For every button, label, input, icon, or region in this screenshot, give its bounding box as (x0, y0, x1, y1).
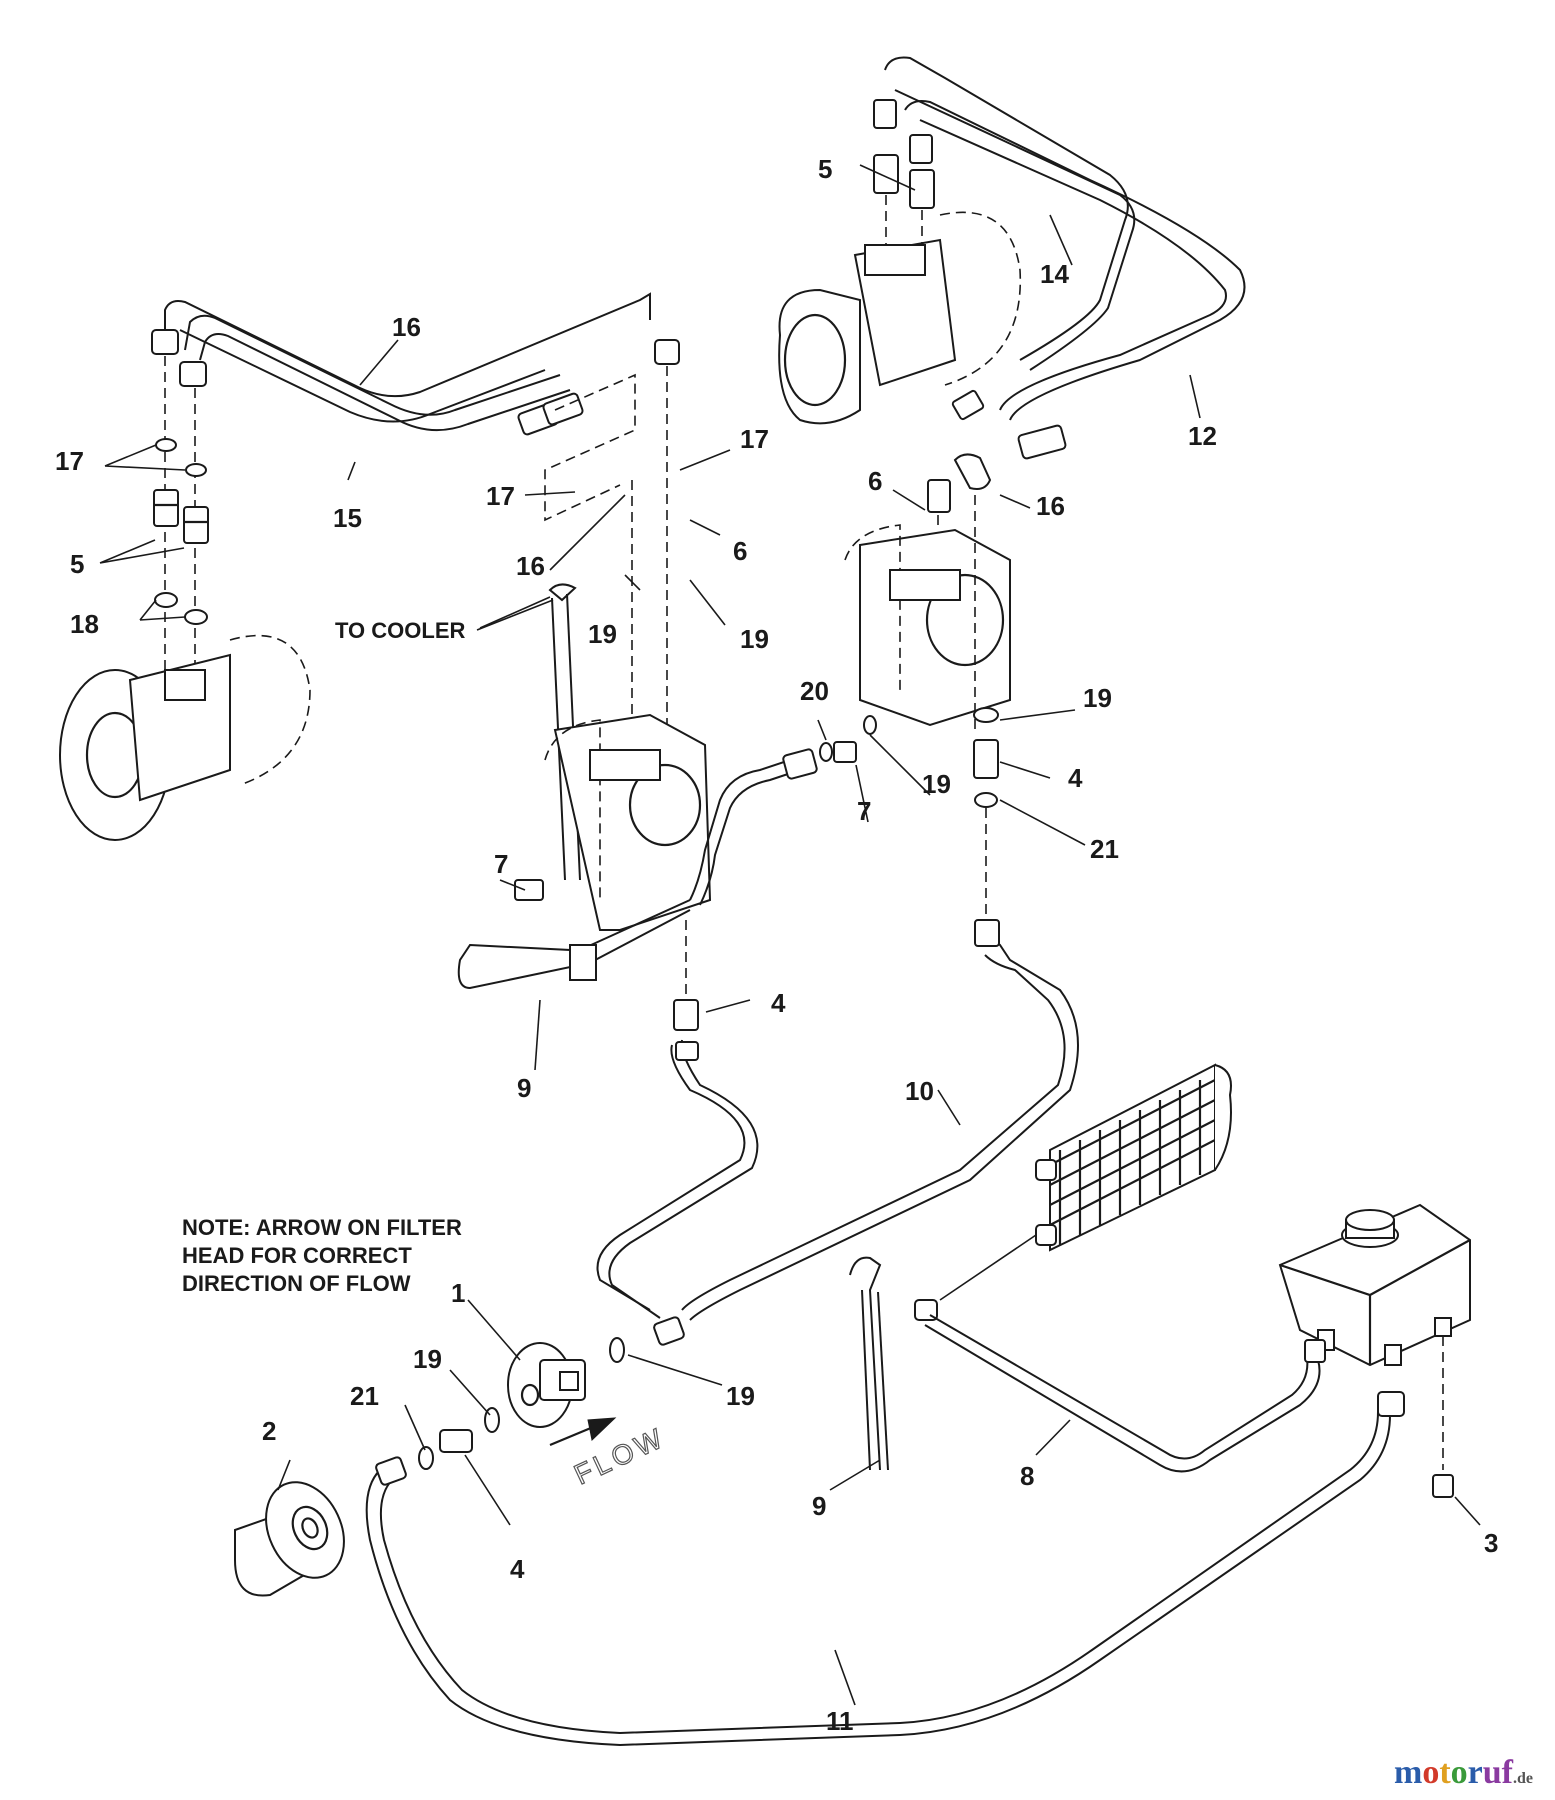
callout-17: 17 (740, 424, 769, 454)
callout-1: 1 (451, 1278, 465, 1308)
callout-19: 19 (726, 1381, 755, 1411)
callout-19: 19 (922, 769, 951, 799)
callout-10: 10 (905, 1076, 934, 1106)
watermark-letter: t (1439, 1754, 1451, 1791)
watermark-letter: uf (1482, 1754, 1513, 1791)
flow-arrow (549, 1417, 617, 1447)
callout-2: 2 (262, 1416, 276, 1446)
fitting-4-center (673, 999, 699, 1031)
hose-8 (914, 1299, 1326, 1473)
pump-right (844, 453, 1011, 727)
leader-lines (99, 164, 1481, 1706)
fitting-4-center-nut (675, 1041, 699, 1061)
callout-18: 18 (70, 609, 99, 639)
callout-19: 19 (588, 619, 617, 649)
watermark-letter: o (1450, 1754, 1468, 1791)
callout-4: 4 (510, 1554, 525, 1584)
callout-19: 19 (1083, 683, 1112, 713)
pump-left (514, 583, 712, 931)
callout-16: 16 (1036, 491, 1065, 521)
oil-filter-2 (234, 1481, 345, 1597)
callout-3: 3 (1484, 1528, 1498, 1558)
callout-20: 20 (800, 676, 829, 706)
callout-5: 5 (818, 154, 832, 184)
callout-12: 12 (1188, 421, 1217, 451)
hose-10-assembly (596, 707, 1079, 1321)
callout-16: 16 (516, 551, 545, 581)
callout-4: 4 (771, 988, 786, 1018)
callout-7: 7 (494, 849, 508, 879)
to-cooler-label: TO COOLER (335, 618, 465, 643)
orings-left (153, 438, 209, 625)
callout-15: 16 (392, 312, 421, 342)
watermark-letter: m (1394, 1754, 1423, 1791)
hose-9-lower-loop (457, 899, 691, 990)
callout-8: 8 (1020, 1461, 1034, 1491)
wheel-motor-right (778, 211, 1022, 425)
callout-21: 21 (350, 1381, 379, 1411)
cooler-to-hose-8-line (939, 1234, 1037, 1301)
oring-21-filter (418, 1446, 434, 1470)
oring-19-right (609, 1337, 625, 1363)
hose-11 (365, 1391, 1405, 1747)
callout-6: 6 (733, 536, 747, 566)
motoruf-watermark: motoruf.de (1394, 1754, 1533, 1792)
watermark-letter: r (1467, 1754, 1483, 1791)
tube-20 (689, 715, 877, 906)
hydraulic-reservoir (1278, 1203, 1471, 1367)
callout-6: 6 (868, 466, 882, 496)
callout-19: 19 (413, 1344, 442, 1374)
callout-13: 15 (333, 503, 362, 533)
callout-17: 17 (486, 481, 515, 511)
callout-17: 17 (55, 446, 84, 476)
callout-7: 7 (857, 796, 871, 826)
callout-19: 19 (740, 624, 769, 654)
watermark-letter: o (1422, 1754, 1440, 1791)
callout-labels: 17 5 18 16 15 17 16 17 6 19 19 5 14 12 6… (55, 154, 1498, 1736)
callout-21: 21 (1090, 834, 1119, 864)
callout-4: 4 (1068, 763, 1083, 793)
hose-12-14-assembly (873, 56, 1246, 460)
callout-14: 14 (1040, 259, 1069, 289)
hose-13-15-assembly (151, 292, 680, 522)
filter-head-1 (507, 1342, 586, 1428)
note-line-2: HEAD FOR CORRECT (182, 1243, 412, 1268)
callout-9: 9 (812, 1491, 826, 1521)
callout-5: 5 (70, 549, 84, 579)
callout-11: 11 (826, 1706, 854, 1736)
callout-9: 9 (517, 1073, 531, 1103)
fitting-near-filter (653, 1316, 685, 1346)
oil-cooler (1035, 1063, 1232, 1252)
cap-3 (1432, 1474, 1454, 1498)
wheel-motor-left (59, 634, 311, 841)
hose-9-lower (849, 1256, 889, 1471)
note-line-3: DIRECTION OF FLOW (182, 1271, 411, 1296)
watermark-tld: .de (1513, 1770, 1533, 1787)
note-line-1: NOTE: ARROW ON FILTER (182, 1215, 462, 1240)
fitting-4-filter (439, 1429, 473, 1453)
